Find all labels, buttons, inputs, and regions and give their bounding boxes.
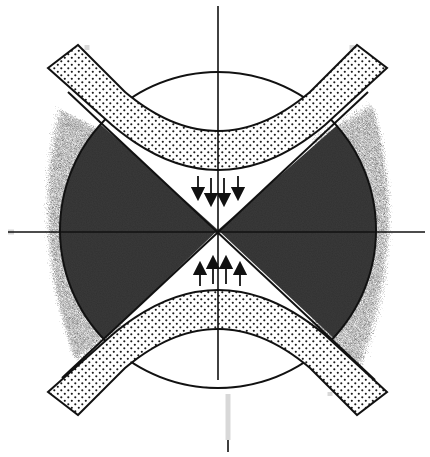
arrows-upward bbox=[200, 262, 240, 286]
